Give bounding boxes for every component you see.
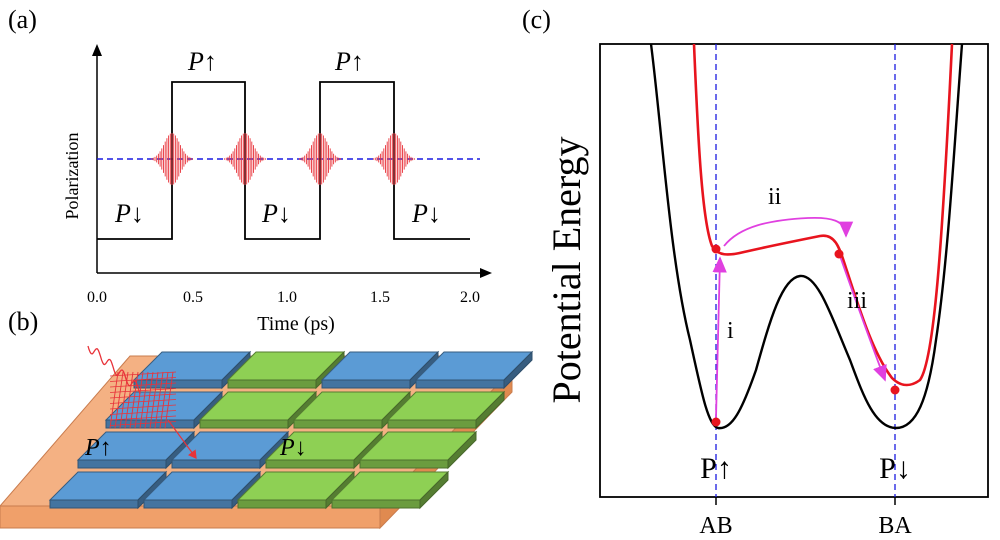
tile-front-face [49,499,139,509]
x-axis-arrow [480,268,492,278]
y-axis-label: Polarization [62,133,82,220]
state-label-down: P↓ [411,199,441,228]
state-dot [711,417,721,427]
x-tick-label-ba: BA [878,513,912,539]
plot-frame [599,43,989,498]
laser-beam [87,345,197,459]
beam-hatch [139,371,149,429]
beam-hatch [109,404,177,410]
tile-front-face [331,499,421,509]
x-tick-label: 0.5 [183,289,203,306]
tile-front-face [227,379,317,389]
beam-hatch [149,371,159,429]
tile-front-face [321,379,411,389]
x-tick-label: 0.0 [87,289,107,306]
y-axis-label: Potential Energy [544,137,589,404]
beam-hatch [144,371,154,429]
path-label-i: i [727,318,734,344]
tile-side-face [475,390,505,430]
state-label-up: P↑ [334,47,364,76]
path-label-iii: iii [847,288,867,314]
state-label-up: P↑ [187,47,217,76]
tile-side-face [419,470,449,510]
tile-front-face [171,459,261,469]
tile-front-face [237,499,327,509]
tile-label-up: P↑ [84,435,112,461]
state-label-down: P↓ [114,199,144,228]
state-dot [890,385,900,395]
tile-side-face [447,430,477,470]
x-tick-label: 1.5 [370,289,390,306]
state-dot [834,249,844,259]
x-tick-labels: 0.0 [87,289,107,306]
substrate-front [0,505,381,529]
panel-a-label: (a) [8,5,37,34]
laser-pulses [151,133,415,185]
path-ii-arrow [723,216,854,247]
beam-hatch [109,415,177,421]
excited-state-curve [692,43,954,387]
beam-hatch [109,421,177,426]
panel-b: (b) P↑ P↓ [0,307,534,530]
beam-hatch [114,371,124,429]
path-i-arrow [712,256,727,419]
beam-hatch [119,371,129,429]
x-tick-label: 1.0 [277,289,297,306]
tile-side-face [503,350,533,390]
path-iii-arrow [839,255,887,382]
minimum-label-down: P↓ [879,452,911,485]
tile-front-face [293,419,383,429]
state-dot [711,244,721,254]
tile-front-face [415,379,505,389]
tile-label-down: P↓ [279,435,307,461]
laser-reflection-arrow [167,419,197,459]
beam-hatch [109,393,177,399]
minimum-label-up: P↑ [700,452,732,485]
beam-hatch [109,377,177,382]
tile-front-face [265,459,355,469]
beam-hatch [109,399,177,404]
panel-b-label: (b) [8,307,38,336]
beam-hatch [154,371,164,429]
path-label-ii: ii [768,184,782,210]
x-axis-label: Time (ps) [257,313,335,335]
tile-front-face [199,419,289,429]
beam-hatch [109,371,177,377]
tile-front-face [359,459,449,469]
tile-front-face [133,379,223,389]
beam-hatch [109,410,177,415]
beam-hatch [109,388,177,393]
panel-a: (a) Polarization Time (ps) 0.0 0.5 1.0 1… [8,5,492,335]
beam-hatch [109,382,177,388]
ground-state-curve [649,43,964,430]
panel-c-label: (c) [522,5,551,34]
y-axis-arrow [92,44,102,56]
tile-front-face [387,419,477,429]
panel-c: (c) Potential Energy AB BA i ii iii [522,5,989,539]
state-label-down: P↓ [261,199,291,228]
x-tick-label: 2.0 [460,289,480,306]
tile-front-face [143,499,233,509]
tile-front-face [77,459,167,469]
x-tick-label-ab: AB [699,513,732,539]
